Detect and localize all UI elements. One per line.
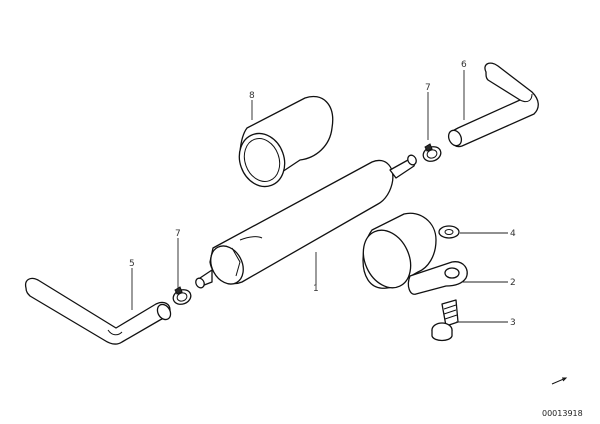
diagram-reference-number: 00013918 [542, 409, 583, 418]
callout-3: 3 [510, 318, 516, 328]
callout-1: 1 [313, 284, 319, 294]
callout-6: 6 [461, 60, 467, 70]
part-2-mounting-clamp[interactable] [354, 212, 468, 295]
leader-lines [131, 70, 508, 323]
part-8-rubber-sleeve[interactable] [232, 95, 334, 192]
pointer-arrow-icon [551, 377, 568, 385]
callout-4: 4 [510, 229, 516, 239]
part-5-fuel-hose-left[interactable] [24, 277, 174, 345]
part-1-fuel-filter[interactable] [194, 154, 418, 290]
part-3-screw[interactable] [431, 299, 459, 342]
callout-8: 8 [249, 91, 255, 101]
callout-7-left: 7 [175, 229, 181, 239]
callout-7-right: 7 [425, 83, 431, 93]
callout-labels: 1 2 3 4 5 6 7 7 8 [129, 60, 516, 328]
callout-2: 2 [510, 278, 516, 288]
part-6-fuel-hose-right[interactable] [446, 62, 539, 148]
part-4-washer[interactable] [438, 225, 460, 239]
part-7-hose-clamp-right[interactable] [421, 143, 443, 164]
part-7-hose-clamp-left[interactable] [171, 286, 193, 307]
callout-5: 5 [129, 259, 135, 269]
